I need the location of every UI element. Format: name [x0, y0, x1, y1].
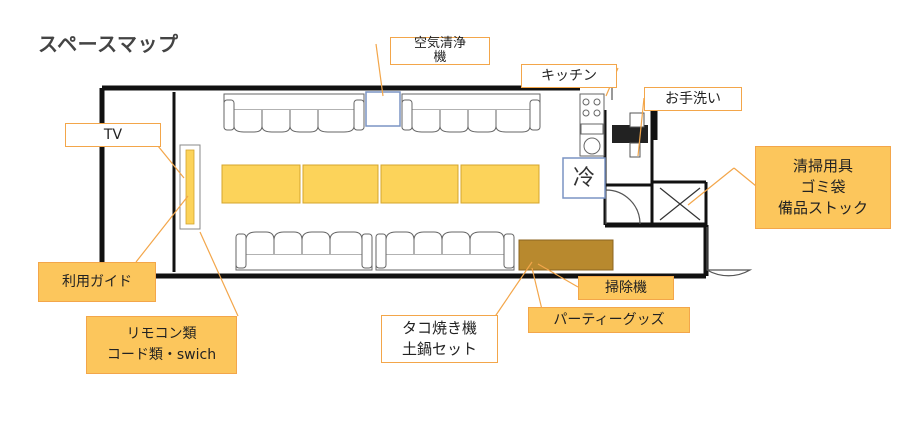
toilet-fixture [612, 112, 648, 158]
sofa-bottom-right [375, 231, 515, 271]
sofa-top-left [223, 93, 365, 133]
fridge-label: 冷 [572, 166, 595, 191]
label-remote: リモコン類 コード類・swich [86, 316, 237, 374]
label-handwash: お手洗い [644, 87, 742, 111]
label-air-purifier: 空気清浄 機 [390, 37, 490, 65]
storage-shelf [518, 239, 614, 271]
sofa-bottom-left [235, 231, 373, 271]
door-entrance [706, 227, 753, 277]
fridge [562, 157, 606, 199]
kitchen-counter [579, 93, 605, 157]
label-tv: TV [65, 123, 161, 147]
page-title: スペースマップ [38, 32, 179, 56]
label-kitchen: キッチン [521, 64, 617, 88]
tables [221, 164, 540, 204]
leader-lines [135, 43, 757, 319]
door-toilet [605, 189, 641, 225]
air-purifier [365, 91, 401, 127]
label-party-goods: パーティーグッズ [528, 307, 690, 333]
label-usage-guide: 利用ガイド [38, 262, 156, 302]
label-vacuum: 掃除機 [578, 276, 674, 300]
tv-unit [179, 144, 201, 230]
sofa-top-right [401, 93, 541, 133]
label-cleaning: 清掃用具 ゴミ袋 備品ストック [755, 146, 891, 229]
label-takoyaki: タコ焼き機 土鍋セット [381, 315, 498, 363]
